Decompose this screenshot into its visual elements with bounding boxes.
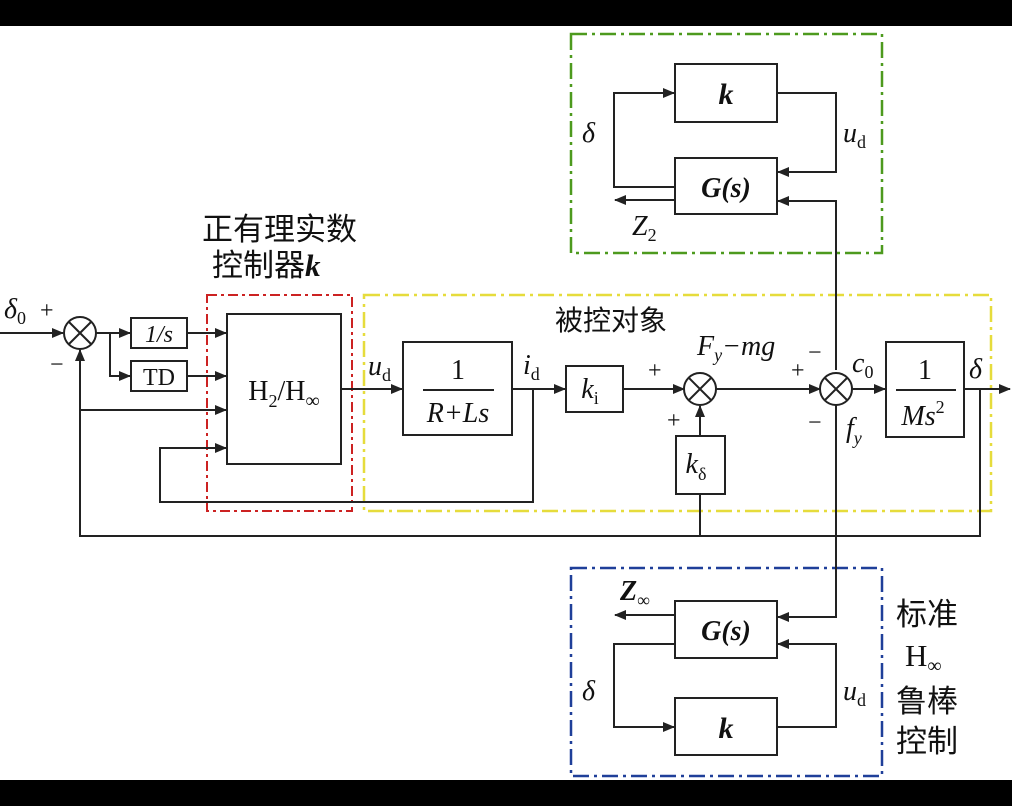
top-g-block (674, 157, 778, 215)
td-label: TD (143, 365, 175, 391)
standard-label-line1: 标准 (896, 597, 958, 633)
sj1-plus: + (40, 298, 54, 324)
id-label: id (523, 350, 540, 384)
ud-label: ud (368, 351, 391, 385)
plant-title: 被控对象 (555, 304, 667, 337)
top-g-label: G(s) (701, 173, 751, 204)
mechanical-denominator: Ms2 (900, 397, 944, 432)
integrator-label: 1/s (145, 322, 173, 348)
bottom-ud-label: ud (843, 676, 866, 710)
integrator-block (130, 317, 188, 349)
block-diagram-canvas: 正有理实数 控制器k 被控对象 标准 H∞ 鲁棒 控制 1/s TD H2/H∞… (0, 26, 1012, 780)
fy-mg-label: Fy−mg (696, 331, 775, 365)
td-block (130, 360, 188, 392)
standard-label-line4: 控制 (896, 724, 958, 760)
top-delta-label: δ (582, 118, 596, 149)
top-k-label: k (719, 78, 734, 111)
blue-frame (569, 566, 884, 778)
bottom-k-label: k (719, 712, 734, 745)
green-frame (569, 32, 884, 255)
standard-label-line3: 鲁棒 (896, 684, 958, 720)
kdelta-label: kδ (686, 449, 707, 484)
ki-label: ki (581, 374, 598, 408)
standard-label-line2: H∞ (905, 638, 942, 677)
bottom-g-block (674, 600, 778, 659)
yellow-frame (362, 293, 993, 513)
fy-small-label: fy (846, 413, 862, 448)
h2-hinf-controller-block (226, 313, 342, 465)
electrical-numerator: 1 (451, 355, 465, 386)
top-ud-label: ud (843, 118, 866, 152)
block-diagram: 正有理实数 控制器k 被控对象 标准 H∞ 鲁棒 控制 1/s TD H2/H∞… (0, 32, 1011, 778)
sj3-minus-bottom: − (808, 410, 822, 436)
top-k-block (674, 63, 778, 123)
sj3-plus: + (791, 358, 805, 384)
electrical-denominator: R+Ls (426, 398, 490, 429)
bottom-k-block (674, 697, 778, 756)
red-frame (206, 294, 353, 512)
bottom-delta-label: δ (582, 676, 596, 707)
mechanical-numerator: 1 (918, 355, 932, 386)
z2-label: Z2 (632, 211, 657, 245)
controller-title-line1: 正有理实数 (202, 212, 357, 248)
sj3-minus-top: − (808, 340, 822, 366)
delta-out-label: δ (969, 354, 983, 385)
zinf-label: Z∞ (619, 576, 650, 610)
controller-title-line2: 控制器k (212, 248, 321, 284)
sj2-plus-left: + (648, 358, 662, 384)
sj2-plus-bottom: + (667, 408, 681, 434)
controller-label: H2/H∞ (248, 376, 320, 412)
bottom-g-label: G(s) (701, 616, 751, 647)
delta0-label: δ0 (4, 294, 26, 328)
sj1-minus: − (50, 352, 64, 378)
c0-label: c0 (852, 348, 873, 382)
